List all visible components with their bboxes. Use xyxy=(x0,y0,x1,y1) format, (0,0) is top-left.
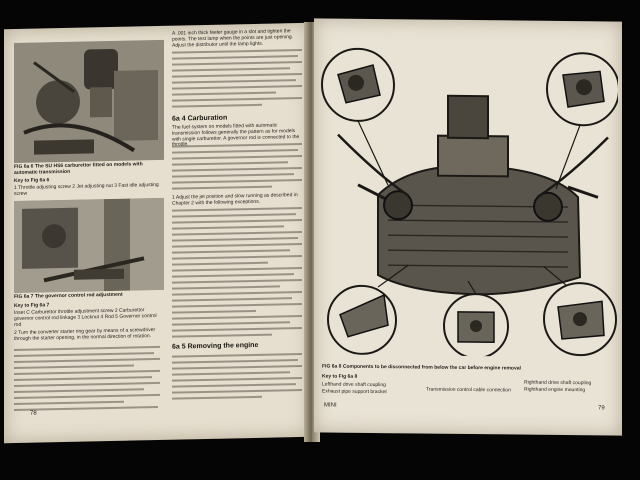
right-page-number: 79 xyxy=(598,405,605,412)
fig6-7-caption: FIG 6a 7 The governor control rod adjust… xyxy=(14,291,123,300)
left-page-number: 78 xyxy=(30,410,37,417)
right-footer-title: MINI xyxy=(324,402,337,409)
section-6a4-heading: 6a 4 Carburation xyxy=(172,114,228,123)
right-page: FIG 6a 8 Components to be disconnected f… xyxy=(314,18,622,436)
key-righthand-engine-mounting: Righthand engine mounting xyxy=(524,386,586,394)
para-steps: 1 Adjust the jet position and slow runni… xyxy=(172,192,298,207)
fig6-7-key-items: Inset C Carburettor throttle adjustment … xyxy=(14,307,157,328)
para-bottom-left: 2 Turn the converter starter ring gear b… xyxy=(14,327,156,342)
carburettor-photo-drawing xyxy=(14,39,164,163)
fig6-6-key-items: 1 Throttle adjusting screw 2 Jet adjusti… xyxy=(14,181,159,197)
engine-components-diagram xyxy=(321,47,618,358)
fig6-8-key-title: Key to Fig 6a 8 xyxy=(322,373,358,380)
fig6-6-caption: FIG 6a 6 The SU HS6 carburettor fitted o… xyxy=(14,161,143,176)
governor-rod-photo xyxy=(14,197,164,293)
governor-rod-drawing xyxy=(14,197,164,293)
fig6-8-caption: FIG 6a 8 Components to be disconnected f… xyxy=(322,363,521,372)
key-exhaust-bracket: Exhaust pipe support bracket xyxy=(322,388,387,396)
key-transmission-cable: Transmission control cable connection xyxy=(426,386,511,394)
para-top: A .001 inch thick feeler gauge in a slot… xyxy=(172,28,294,49)
section-6a5-heading: 6a 5 Removing the engine xyxy=(172,341,259,351)
left-page: FIG 6a 6 The SU HS6 carburettor fitted o… xyxy=(4,22,310,444)
carburettor-photo xyxy=(14,39,164,163)
